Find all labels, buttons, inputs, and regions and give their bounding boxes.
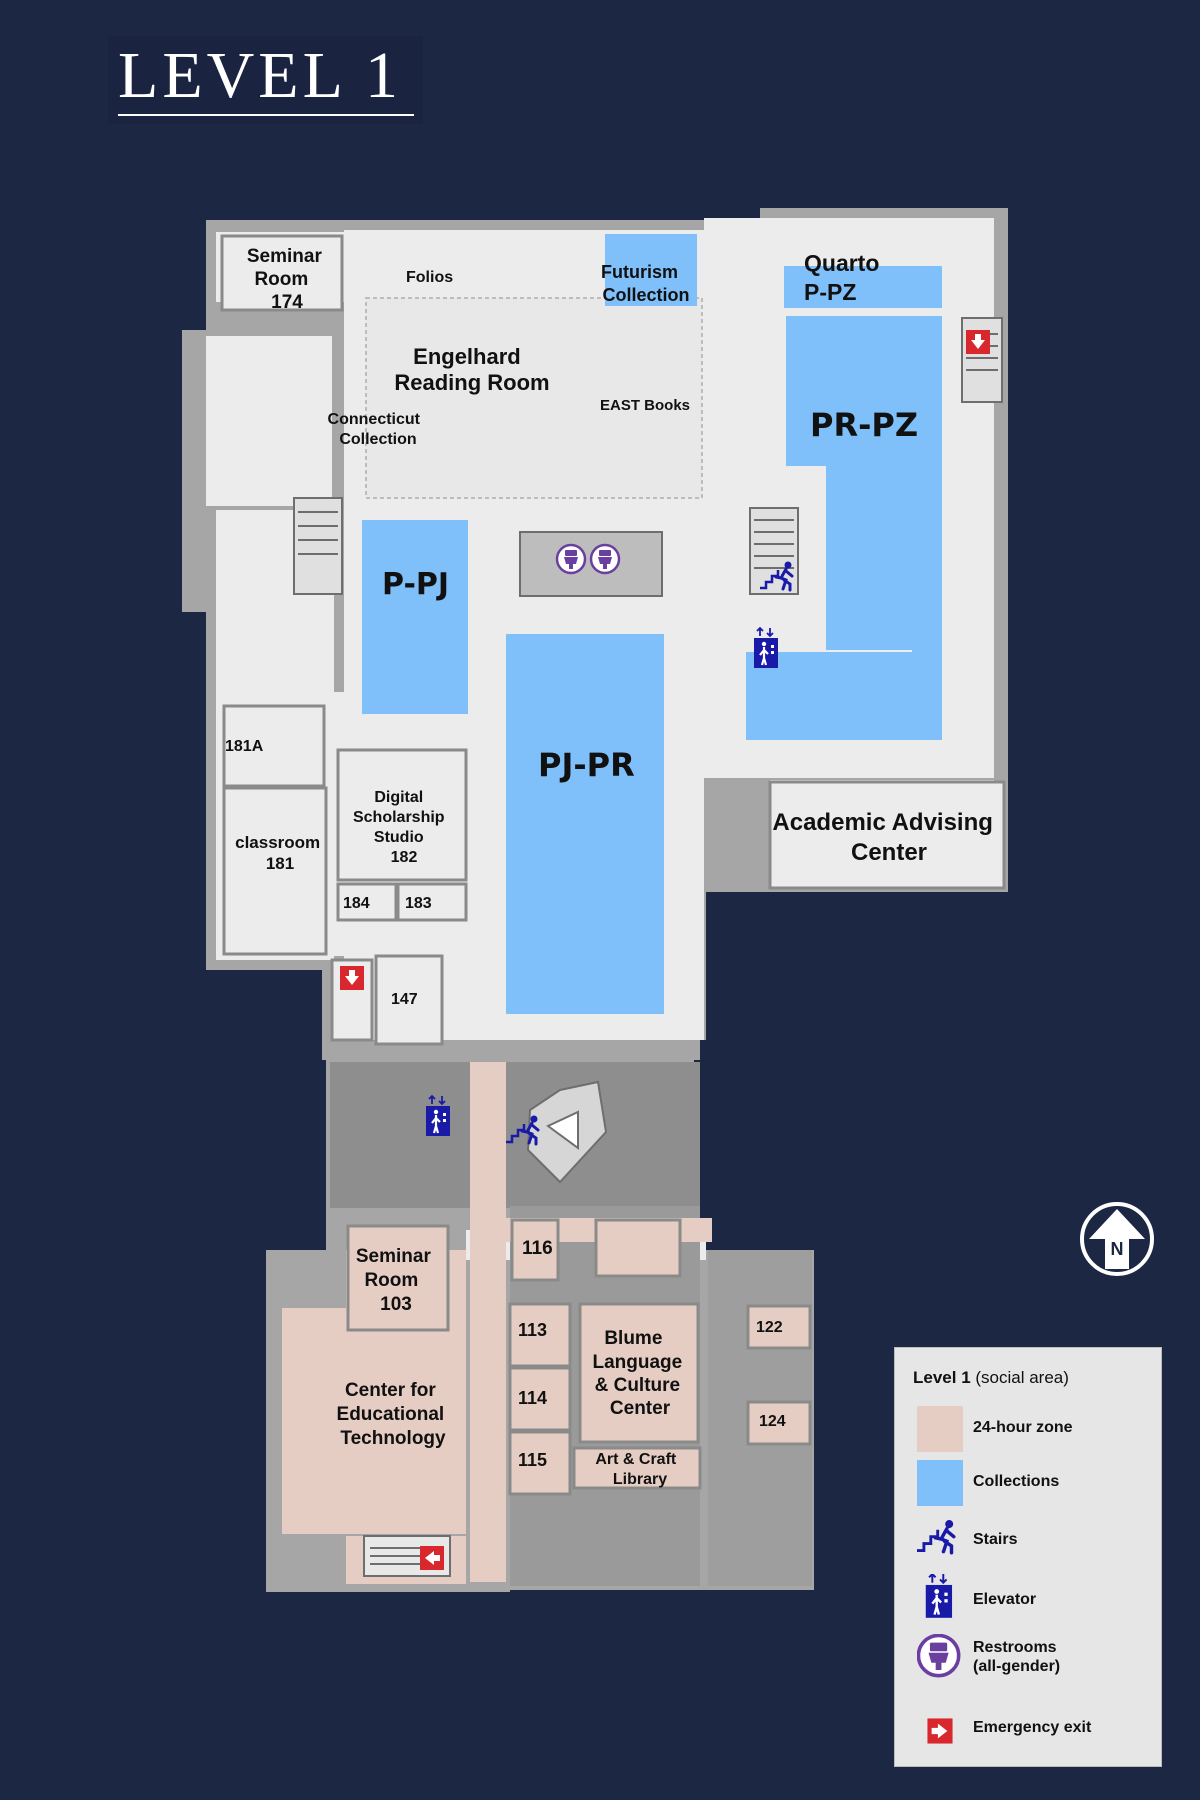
seminar-room-103-label: Seminar Room 103 — [356, 1246, 436, 1315]
emergency-exit-icon — [420, 1546, 444, 1570]
room-124-label: 124 — [759, 1413, 786, 1430]
emergency-exit-icon — [966, 330, 990, 354]
restroom-icon — [917, 1634, 961, 1678]
title-plate: LEVEL 1 — [108, 36, 423, 124]
collections-areas — [362, 234, 942, 1014]
room-113-label: 113 — [518, 1320, 547, 1340]
east-books-label: EAST Books — [600, 397, 690, 414]
legend-item-restrooms: Restrooms (all-gender) — [895, 1634, 1161, 1684]
connecticut-collection-label: Connecticut Collection — [328, 411, 425, 448]
room-147-label: 147 — [391, 991, 418, 1008]
zone-24h-swatch — [917, 1406, 963, 1452]
quarto-label: Quarto P-PZ — [804, 250, 886, 305]
academic-advising-center-label: Academic Advising Center — [772, 809, 999, 866]
page-title: LEVEL 1 — [118, 39, 402, 112]
legend-label: Elevator — [973, 1591, 1037, 1608]
map-legend: Level 1 (social area) 24-hour zone Colle… — [894, 1347, 1162, 1767]
digital-scholarship-studio-label: Digital Scholarship Studio 182 — [353, 789, 449, 866]
north-compass-icon: N — [1080, 1202, 1154, 1276]
title-underline — [118, 114, 414, 116]
room-114-label: 114 — [518, 1388, 547, 1408]
legend-item-24-hour-zone: 24-hour zone — [895, 1404, 1161, 1454]
p-pj-label: P-PJ — [382, 567, 449, 602]
legend-item-stairs: Stairs — [895, 1516, 1161, 1566]
engelhard-reading-room-outline — [365, 297, 703, 499]
restroom-icon — [589, 543, 621, 575]
engelhard-reading-room-label: Engelhard Reading Room — [394, 344, 549, 395]
art-craft-library-label: Art & Craft Library — [595, 1451, 680, 1488]
zone-24h-rooms — [346, 1218, 812, 1496]
room-181a-label: 181A — [225, 738, 264, 755]
room-183-label: 183 — [405, 895, 432, 912]
legend-item-elevator: Elevator — [895, 1574, 1161, 1624]
futurism-collection-label: Futurism Collection — [601, 262, 690, 305]
legend-label: Collections — [973, 1473, 1060, 1490]
collections-swatch — [917, 1460, 963, 1506]
room-122-label: 122 — [756, 1319, 783, 1336]
legend-label: Emergency exit — [973, 1719, 1092, 1736]
legend-item-emergency-exit: Emergency exit — [895, 1702, 1161, 1752]
center-educational-technology-label: Center for Educational Technology — [337, 1380, 450, 1449]
emergency-exit-icon — [927, 1718, 953, 1744]
classroom-181-label: classroom 181 — [235, 833, 325, 873]
elevator-icon — [924, 1574, 954, 1620]
folios-label: Folios — [406, 269, 453, 286]
room-labels: Seminar Room 174 Folios Futurism Collect… — [225, 246, 999, 1488]
room-outlines — [220, 234, 1006, 1046]
restroom-icon — [555, 543, 587, 575]
compass-label: N — [1111, 1239, 1124, 1259]
legend-label: Stairs — [973, 1531, 1018, 1548]
legend-label: 24-hour zone — [973, 1419, 1073, 1436]
pr-pz-label: PR-PZ — [810, 406, 918, 444]
emergency-exit-icon — [340, 966, 364, 990]
legend-label: Restrooms (all-gender) — [973, 1639, 1061, 1675]
seminar-room-174-label: Seminar Room 174 — [247, 246, 327, 313]
room-184-label: 184 — [343, 895, 370, 912]
room-116-label: 116 — [522, 1238, 553, 1259]
pj-pr-label: PJ-PR — [538, 746, 635, 784]
legend-title: Level 1 (social area) — [913, 1368, 1069, 1387]
legend-item-collections: Collections — [895, 1458, 1161, 1508]
stairs-icon — [917, 1518, 956, 1555]
blume-center-label: Blume Language & Culture Center — [592, 1328, 687, 1419]
room-115-label: 115 — [518, 1450, 547, 1470]
